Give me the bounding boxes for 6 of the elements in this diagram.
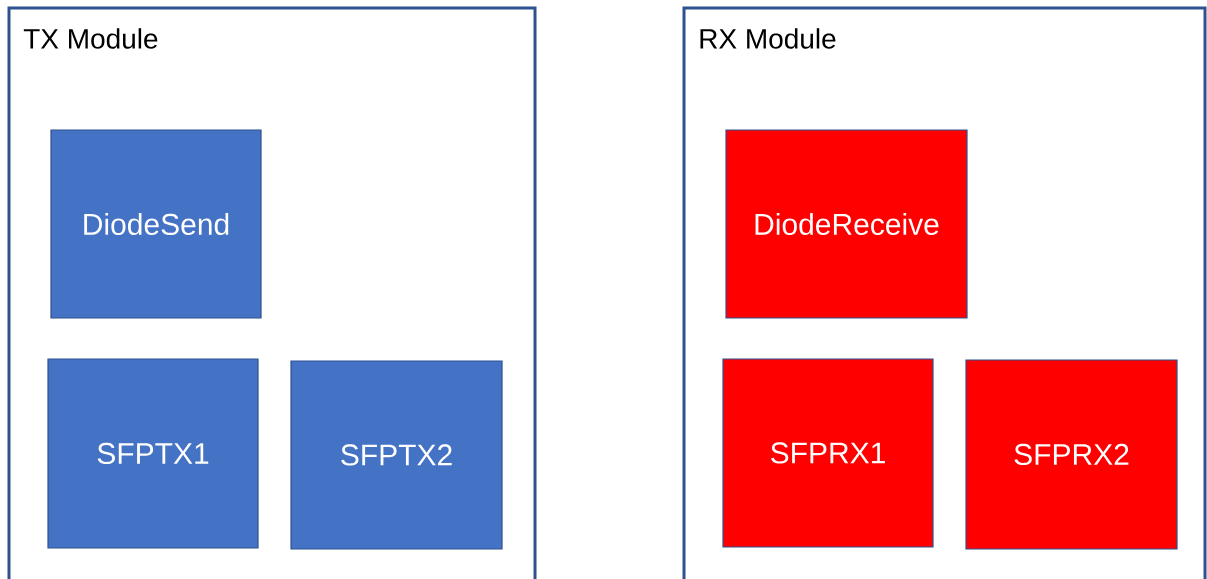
component-box: SFPRX2 xyxy=(965,359,1178,550)
component-box: SFPRX1 xyxy=(722,358,934,548)
component-box: SFPTX2 xyxy=(290,360,503,550)
component-box: DiodeReceive xyxy=(725,129,968,319)
component-box: SFPTX1 xyxy=(47,358,259,549)
component-box: DiodeSend xyxy=(50,129,262,319)
